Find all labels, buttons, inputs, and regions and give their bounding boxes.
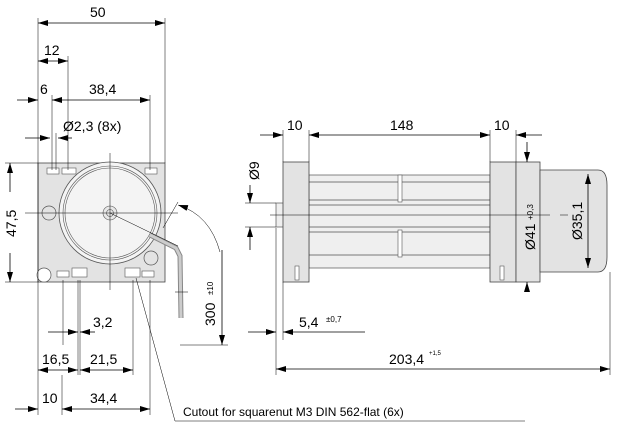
dim-width: 50 [90,4,106,20]
dim-34-4: 34,4 [90,390,117,406]
nut-cutouts [46,167,158,278]
front-view: 50 12 6 38,4 Ø2,3 (8x) 47,5 300 ±10 3,2 … [3,4,525,422]
dim-21-5: 21,5 [90,351,117,367]
mount-hole [36,267,52,283]
dim-right-flange: 10 [494,117,510,133]
dim-total: 203,4 [389,351,424,367]
dim-height: 47,5 [3,210,19,237]
dim-12: 12 [44,42,60,58]
dim-housing-tol: +0,3 [526,204,535,220]
dim-3-2: 3,2 [93,314,113,330]
dim-hole: Ø2,3 (8x) [63,118,121,134]
right-flange [489,161,517,283]
dim-shaft-len: 5,4 [299,314,319,330]
dim-motor: Ø35,1 [569,202,585,240]
dim-left-flange: 10 [287,117,303,133]
left-flange [282,161,310,283]
dim-total-tol: +1,5 [429,351,442,357]
dim-16-5: 16,5 [42,351,69,367]
dim-length: 148 [390,117,414,133]
dim-shaft-len-tol: ±0,7 [326,315,342,324]
motor-housing [515,161,541,283]
side-view: 10 148 10 Ø9 Ø41 +0,3 Ø35,1 5,4 ±0,7 203… [245,117,611,375]
dim-shaft: Ø9 [246,161,262,180]
dim-housing: Ø41 [522,223,538,250]
dim-cable-tol: ±10 [206,281,215,295]
callout-squarenut: Cutout for squarenut M3 DIN 562-flat (6x… [183,405,404,419]
dim-cable: 300 [202,302,218,326]
dim-6: 6 [40,81,48,97]
dim-10: 10 [42,390,58,406]
mount-hole [143,250,159,266]
dim-38-4: 38,4 [89,81,116,97]
